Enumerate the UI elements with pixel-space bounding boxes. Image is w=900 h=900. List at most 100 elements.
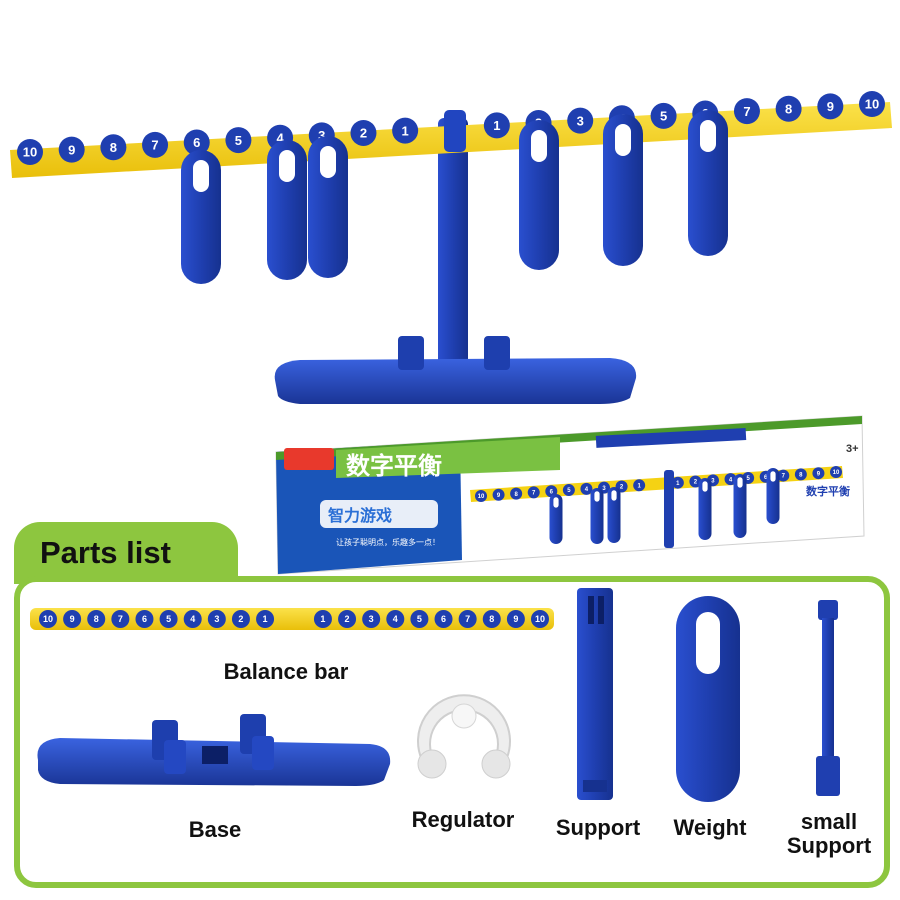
hanging-weight	[181, 150, 221, 284]
number-marker	[338, 610, 357, 628]
label-regulator: Regulator	[411, 807, 515, 832]
number-label: 9	[827, 99, 834, 114]
number-label: 7	[465, 614, 470, 624]
number-label: 3	[577, 113, 584, 128]
number-marker	[350, 119, 377, 146]
number-label: 9	[68, 142, 75, 157]
number-label: 6	[142, 614, 147, 624]
number-marker	[531, 610, 549, 628]
box-subtitle: 智力游戏	[328, 506, 392, 525]
number-label: 10	[43, 614, 53, 624]
number-label: 2	[694, 480, 698, 486]
number-label: 8	[785, 101, 792, 116]
weight-hole	[737, 477, 743, 488]
number-marker	[689, 475, 702, 488]
hanging-weight	[590, 488, 604, 544]
number-label: 3	[369, 614, 374, 624]
hanging-weight	[698, 478, 712, 540]
weight-hole	[531, 130, 547, 162]
hanging-weight	[308, 136, 348, 278]
number-label: 8	[94, 614, 99, 624]
main-weights	[181, 110, 728, 284]
number-marker	[159, 610, 178, 628]
hanging-weight	[519, 120, 559, 270]
number-label: 5	[417, 614, 422, 624]
number-label: 6	[193, 135, 200, 150]
number-marker	[183, 129, 210, 156]
number-label: 7	[118, 614, 123, 624]
number-label: 3	[318, 128, 325, 143]
number-marker	[812, 467, 825, 480]
number-label: 7	[151, 138, 158, 153]
number-marker	[580, 482, 593, 495]
number-marker	[225, 127, 252, 154]
number-marker	[567, 107, 594, 134]
number-label: 8	[489, 614, 494, 624]
number-marker	[362, 610, 381, 628]
number-label: 1	[676, 481, 680, 487]
number-marker	[510, 487, 523, 500]
number-marker	[633, 479, 646, 492]
number-marker	[434, 610, 453, 628]
number-marker	[794, 468, 807, 481]
number-label: 8	[110, 140, 117, 155]
number-marker	[492, 488, 505, 501]
number-label: 7	[743, 104, 750, 119]
number-label: 10	[535, 614, 545, 624]
number-marker	[527, 486, 540, 499]
weight-hole	[770, 471, 776, 482]
number-label: 5	[235, 133, 242, 148]
weight-hole	[553, 497, 559, 508]
weight-hole	[193, 160, 209, 192]
number-label: 8	[799, 473, 803, 479]
number-label: 5	[660, 109, 667, 124]
number-label: 10	[23, 145, 37, 160]
number-label: 2	[345, 614, 350, 624]
number-marker	[475, 490, 487, 502]
label-balance-bar: Balance bar	[223, 659, 349, 684]
weight-hole	[611, 490, 617, 501]
hanging-weight	[607, 487, 621, 543]
box-side-title: 数字平衡	[806, 484, 850, 498]
number-label: 1	[493, 118, 500, 133]
number-label: 2	[360, 126, 367, 141]
parts-list-tab	[14, 522, 238, 584]
number-marker	[562, 484, 575, 497]
number-label: 2	[620, 485, 624, 491]
box-title: 数字平衡	[346, 452, 442, 480]
number-label: 7	[782, 474, 786, 480]
number-marker	[111, 610, 130, 628]
number-label: 9	[497, 493, 501, 499]
weight-hole	[320, 146, 336, 178]
number-label: 4	[585, 487, 589, 493]
hanging-weight	[733, 474, 747, 538]
number-label: 1	[320, 614, 325, 624]
label-small-support: small Support	[776, 810, 882, 858]
number-marker	[482, 610, 501, 628]
label-base: Base	[188, 817, 242, 842]
label-small-support-line2: Support	[786, 833, 872, 858]
part-regulator-icon	[417, 694, 511, 779]
number-label: 3	[214, 614, 219, 624]
parts-list-title: Parts list	[40, 535, 171, 570]
number-marker	[256, 610, 275, 628]
number-label: 7	[532, 491, 536, 497]
number-label: 10	[865, 97, 879, 112]
number-marker	[39, 610, 57, 628]
label-weight: Weight	[673, 815, 747, 840]
number-marker	[392, 117, 419, 144]
weight-hole	[279, 150, 295, 182]
hanging-weight	[688, 110, 728, 256]
number-label: 6	[550, 489, 554, 495]
hanging-weight	[549, 494, 563, 544]
number-marker	[58, 136, 85, 163]
number-marker	[142, 131, 169, 158]
part-small-support-icon	[816, 600, 840, 796]
number-label: 4	[729, 477, 733, 483]
number-marker	[775, 95, 802, 122]
number-label: 5	[567, 488, 571, 494]
